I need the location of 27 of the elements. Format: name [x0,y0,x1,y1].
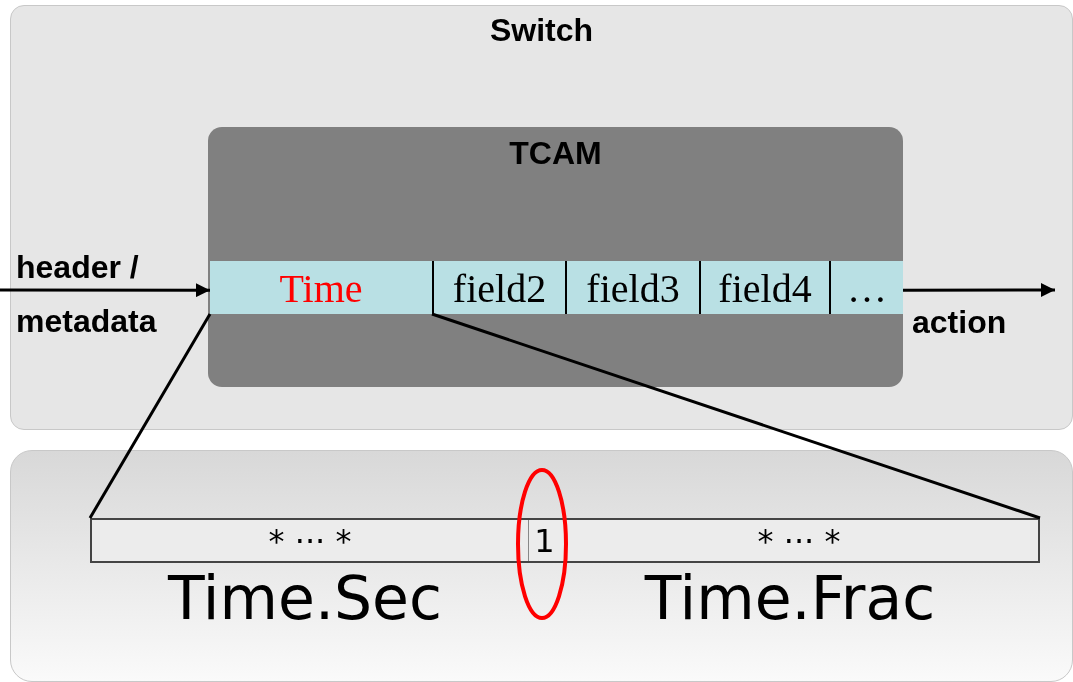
wildcard-bits: * ··· * [756,521,842,560]
box-title: TCAM [508,135,603,172]
field-label: field3 [585,264,681,311]
bit-bar [90,518,1040,563]
edge-label: header / metadata [16,248,158,341]
switch-panel [10,5,1073,430]
field-name: Time.Frac [643,562,937,635]
wildcard-bits: * ··· * [267,521,353,560]
time-field [210,261,432,314]
table-field [829,261,903,314]
field-label: … [846,264,888,311]
field-label: field2 [451,264,548,311]
field-label: Time [278,264,364,311]
table-field [565,261,699,314]
bit-value: 1 [533,521,556,560]
table-field [432,261,565,314]
edge-label: action [912,303,1008,342]
field-label: field4 [717,264,813,311]
bitfield-panel [10,450,1073,682]
field-name: Time.Sec [166,562,443,635]
arrow [0,283,210,298]
tcam-box [208,127,903,387]
zoom-line [431,312,1041,520]
arrow [903,283,1055,297]
table-field [699,261,829,314]
panel-title: Switch [488,12,595,49]
zoom-line [88,313,212,519]
